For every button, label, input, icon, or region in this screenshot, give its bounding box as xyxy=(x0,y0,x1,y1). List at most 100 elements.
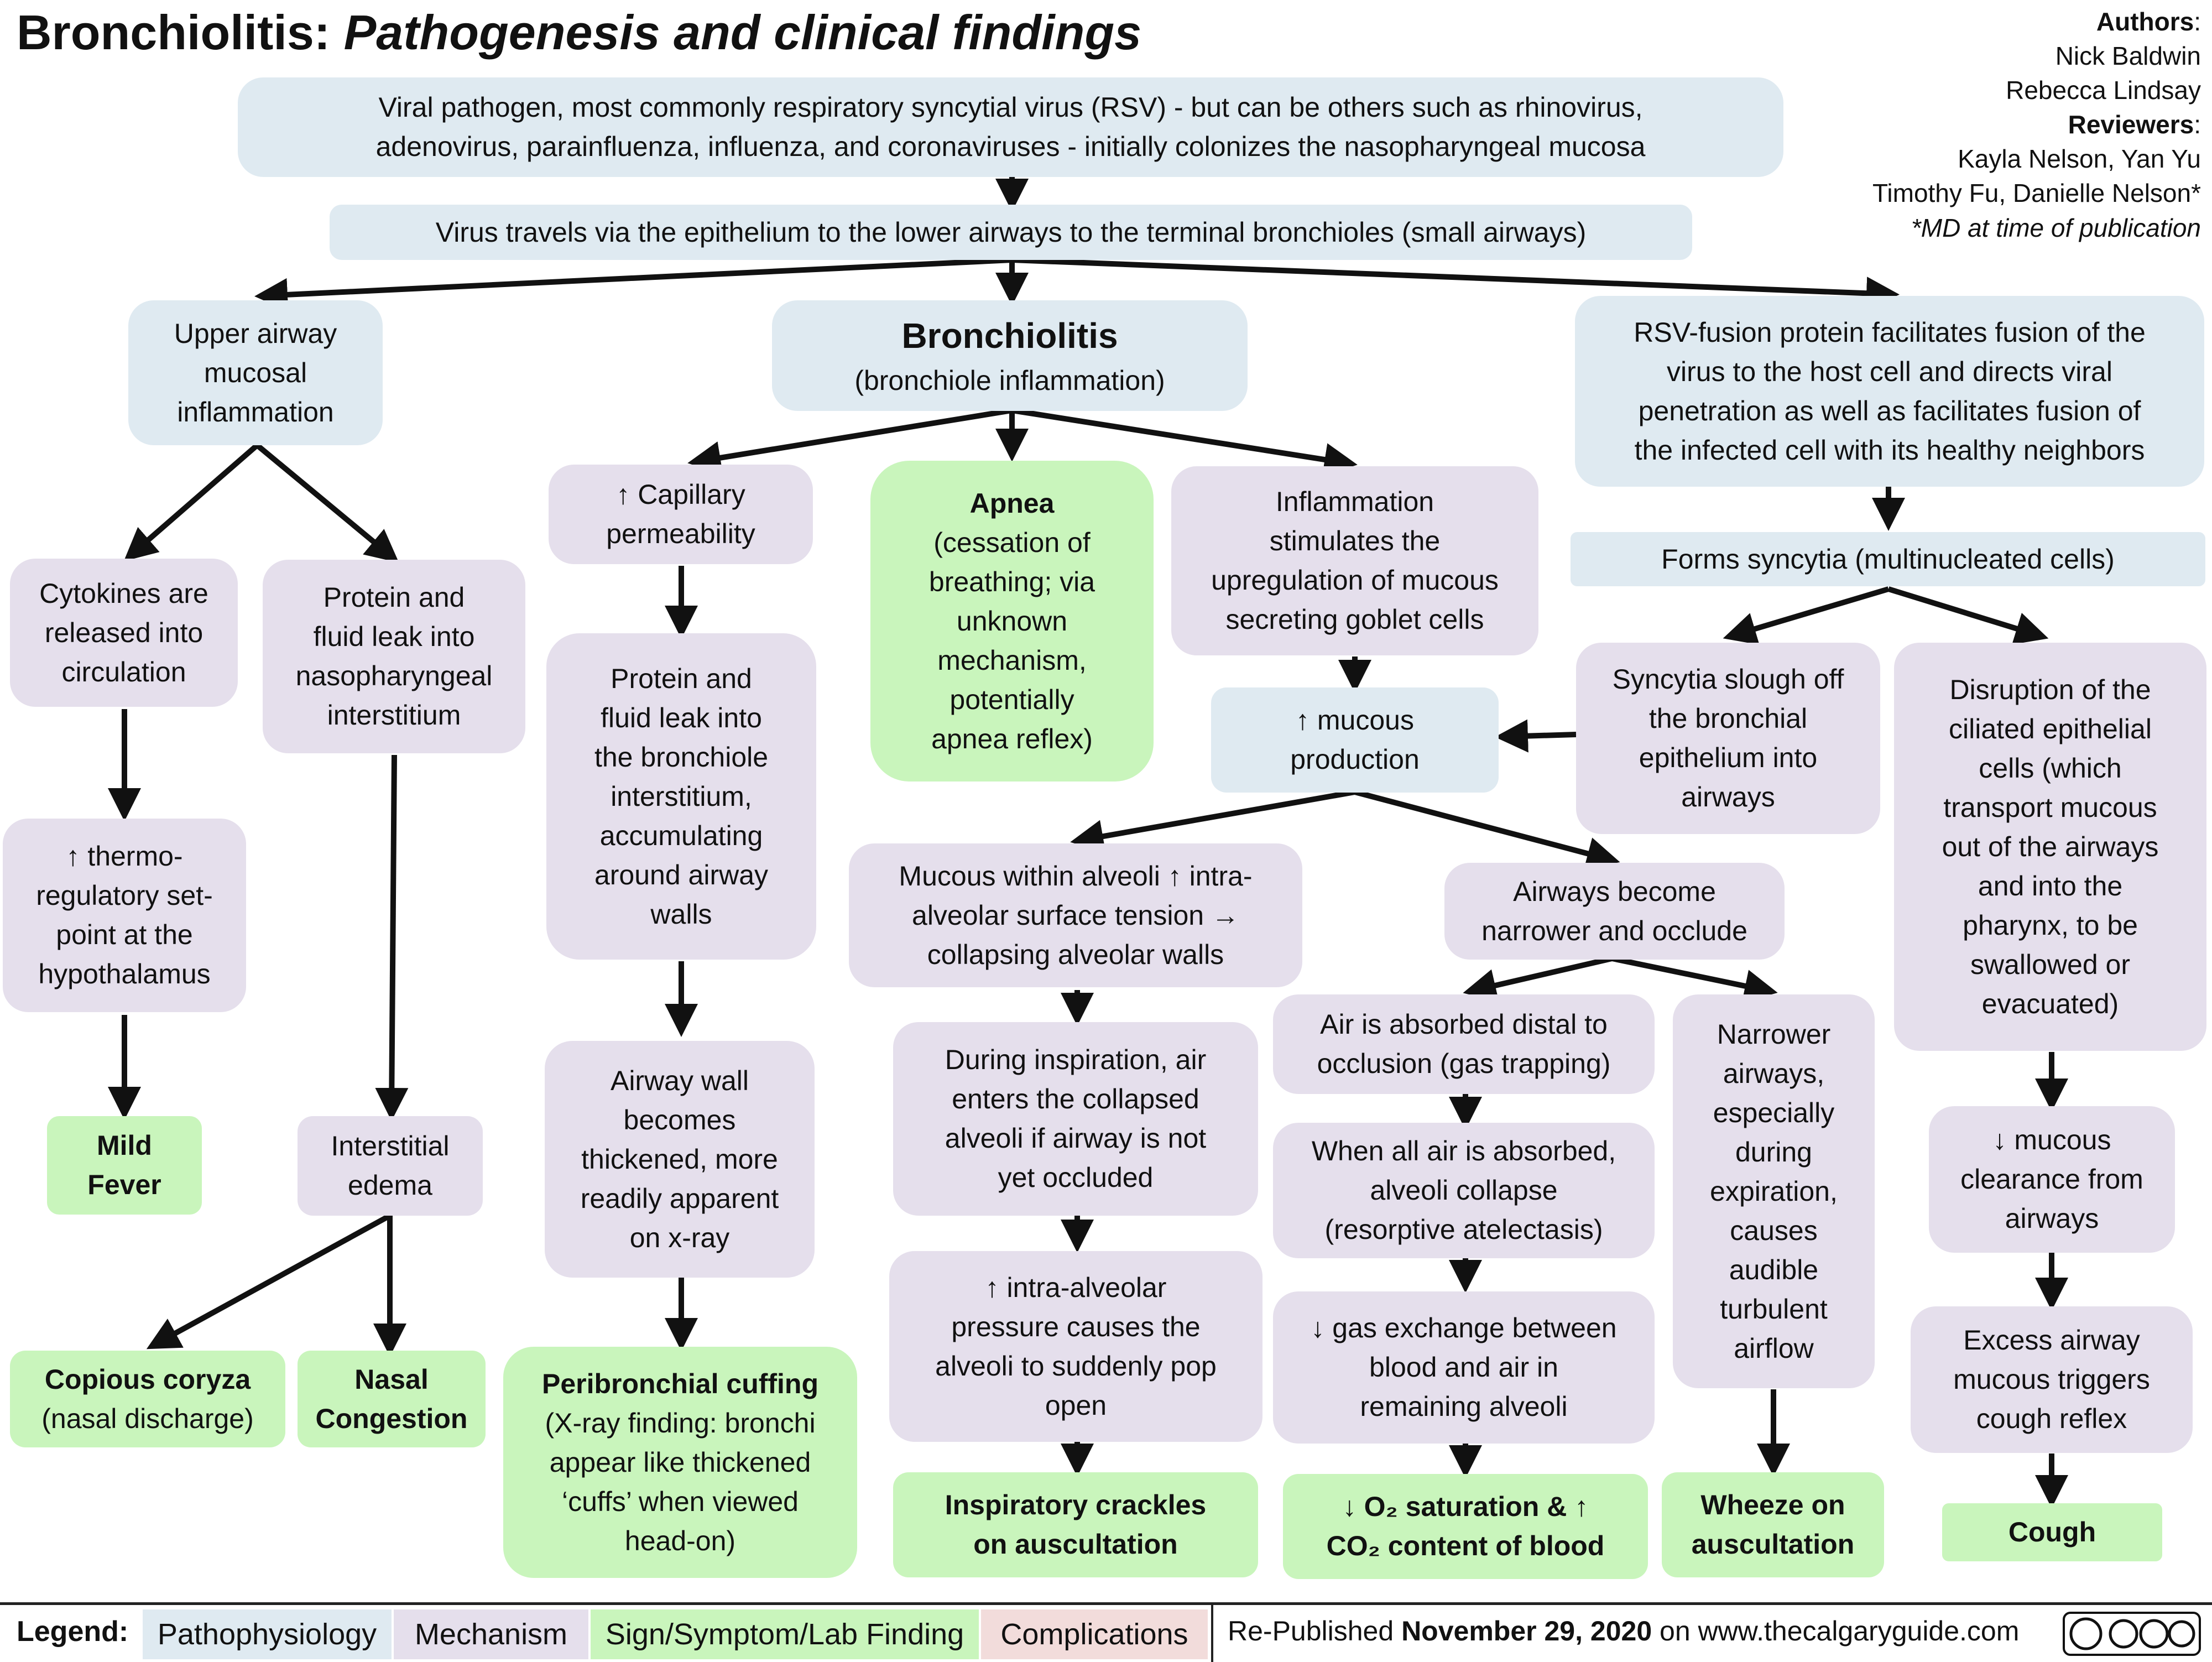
box-line: Virus travels via the epithelium to the … xyxy=(435,216,1587,248)
legend-sign-symptom: Sign/Symptom/Lab Finding xyxy=(591,1609,979,1659)
box-line: causes xyxy=(1730,1215,1818,1246)
mucous-alveoli-box: Mucous within alveoli ↑ intra- alveolar … xyxy=(849,843,1302,987)
box-line: interstitium, xyxy=(611,780,752,812)
cough-reflex-box: Excess airway mucous triggers cough refl… xyxy=(1911,1306,2193,1453)
box-line: Protein and xyxy=(323,582,465,613)
box-line: Interstitial xyxy=(331,1130,450,1161)
legend-pathophysiology: Pathophysiology xyxy=(143,1609,392,1659)
o2-line-2: CO₂ content of blood xyxy=(1326,1530,1605,1561)
box-line: production xyxy=(1290,744,1420,775)
box-line: alveoli collapse xyxy=(1370,1175,1558,1206)
box-line: Inspiratory crackles xyxy=(945,1489,1207,1520)
box-line: Cough xyxy=(2008,1517,2096,1548)
box-line: on x-ray xyxy=(629,1222,730,1253)
box-line: ↑ intra-alveolar xyxy=(985,1272,1167,1303)
box-line: (nasal discharge) xyxy=(41,1403,254,1434)
box-title: Apnea xyxy=(969,487,1055,519)
thermoregulatory-box: ↑ thermo- regulatory set- point at the h… xyxy=(3,819,246,1012)
box-line: ↑ mucous xyxy=(1296,705,1414,736)
box-line: becomes xyxy=(623,1104,736,1135)
box-line: interstitium xyxy=(327,700,461,731)
box-line: Excess airway xyxy=(1963,1325,2140,1356)
syncytia-slough-box: Syncytia slough off the bronchial epithe… xyxy=(1576,643,1880,834)
box-line: expiration, xyxy=(1710,1175,1838,1207)
virus-travels-box: Virus travels via the epithelium to the … xyxy=(330,205,1692,260)
box-line: collapsing alveolar walls xyxy=(927,939,1224,970)
authors-note: *MD at time of publication xyxy=(1911,213,2201,242)
oxygen-saturation-box: ↓ O₂ saturation & ↑ CO₂ content of blood xyxy=(1283,1474,1648,1579)
republished-note: Re-Published November 29, 2020 on www.th… xyxy=(1228,1615,2019,1647)
box-line: swallowed or xyxy=(1970,949,2130,980)
box-line: especially xyxy=(1713,1097,1835,1128)
box-line: the infected cell with its healthy neigh… xyxy=(1634,434,2145,466)
legend-complications: Complications xyxy=(981,1609,1208,1659)
box-line: ↑ Capillary xyxy=(616,479,745,510)
creative-commons-license-icon xyxy=(2063,1612,2201,1656)
interstitial-edema-box: Interstitial edema xyxy=(298,1116,483,1216)
box-line: edema xyxy=(348,1170,432,1201)
protein-bronchiole-box: Protein and fluid leak into the bronchio… xyxy=(546,633,816,960)
box-line: Protein and xyxy=(611,663,752,694)
box-line: fluid leak into xyxy=(601,702,762,733)
box-line: alveoli to suddenly pop xyxy=(935,1350,1217,1382)
upper-airway-inflammation-box: Upper airway mucosal inflammation xyxy=(128,300,383,445)
legend-mechanism: Mechanism xyxy=(394,1609,588,1659)
mild-fever-box: Mild Fever xyxy=(47,1116,202,1215)
box-line: yet occluded xyxy=(998,1162,1154,1193)
author-name: Nick Baldwin xyxy=(2055,41,2201,71)
box-line: Air is absorbed distal to xyxy=(1320,1009,1608,1040)
title-italic: Pathogenesis and clinical findings xyxy=(343,5,1142,60)
box-line: Airway wall xyxy=(610,1065,749,1096)
cough-box: Cough xyxy=(1942,1503,2162,1561)
box-line: ↓ gas exchange between xyxy=(1311,1312,1617,1343)
box-line: blood and air in xyxy=(1369,1352,1558,1383)
box-line: the bronchiole xyxy=(594,741,769,773)
page-title: Bronchiolitis: Pathogenesis and clinical… xyxy=(17,4,1141,61)
box-line: potentially xyxy=(950,684,1074,715)
box-line: readily apparent xyxy=(580,1182,779,1214)
box-line: mucous triggers xyxy=(1953,1364,2150,1395)
box-line: point at the xyxy=(56,919,193,950)
box-line: During inspiration, air xyxy=(945,1044,1207,1075)
box-line: (resorptive atelectasis) xyxy=(1324,1214,1603,1245)
box-line: out of the airways xyxy=(1942,831,2159,862)
box-line: clearance from xyxy=(1960,1164,2143,1195)
box-line: head-on) xyxy=(624,1525,736,1556)
box-line: ‘cuffs’ when viewed xyxy=(561,1486,799,1517)
box-line: adenovirus, parainfluenza, influenza, an… xyxy=(375,131,1646,162)
reviewer-names: Kayla Nelson, Yan Yu xyxy=(1958,144,2201,174)
republished-suffix: on www.thecalgaryguide.com xyxy=(1660,1616,2020,1647)
box-line: Fever xyxy=(87,1169,161,1200)
box-line: mucosal xyxy=(204,357,307,388)
title-main: Bronchiolitis: xyxy=(17,5,331,60)
box-line: Mucous within alveoli ↑ intra- xyxy=(899,860,1253,892)
nasal-congestion-box: Nasal Congestion xyxy=(298,1351,486,1447)
republished-date: November 29, 2020 xyxy=(1401,1616,1652,1647)
box-line: unknown xyxy=(956,605,1068,637)
box-line: audible xyxy=(1729,1254,1819,1285)
box-line: Mild xyxy=(97,1130,152,1161)
box-line: enters the collapsed xyxy=(952,1083,1199,1114)
box-line: mechanism, xyxy=(937,644,1087,676)
reviewers-label: Reviewers xyxy=(2068,110,2194,139)
box-line: thickened, more xyxy=(581,1143,778,1175)
box-line: auscultation xyxy=(1691,1529,1855,1560)
box-line: during xyxy=(1735,1136,1812,1168)
box-line: ↑ thermo- xyxy=(66,841,183,872)
gas-trapping-box: Air is absorbed distal to occlusion (gas… xyxy=(1273,994,1655,1094)
ciliated-disruption-box: Disruption of the ciliated epithelial ce… xyxy=(1894,643,2206,1051)
box-line: hypothalamus xyxy=(38,958,211,989)
authors-label: Authors xyxy=(2096,7,2194,36)
mucous-production-box: ↑ mucous production xyxy=(1211,687,1499,793)
box-line: Forms syncytia (multinucleated cells) xyxy=(1661,543,2115,575)
box-line: Inflammation xyxy=(1275,486,1434,517)
o2-line-1: ↓ O₂ saturation & ↑ xyxy=(1342,1491,1589,1522)
box-line: Syncytia slough off xyxy=(1612,664,1844,695)
apnea-box: Apnea (cessation of breathing; via unkno… xyxy=(870,461,1154,781)
box-line: regulatory set- xyxy=(36,880,213,911)
box-line: airflow xyxy=(1734,1332,1814,1364)
box-line: apnea reflex) xyxy=(931,723,1093,754)
box-line: upregulation of mucous xyxy=(1211,565,1499,596)
narrower-expiration-box: Narrower airways, especially during expi… xyxy=(1673,994,1875,1388)
